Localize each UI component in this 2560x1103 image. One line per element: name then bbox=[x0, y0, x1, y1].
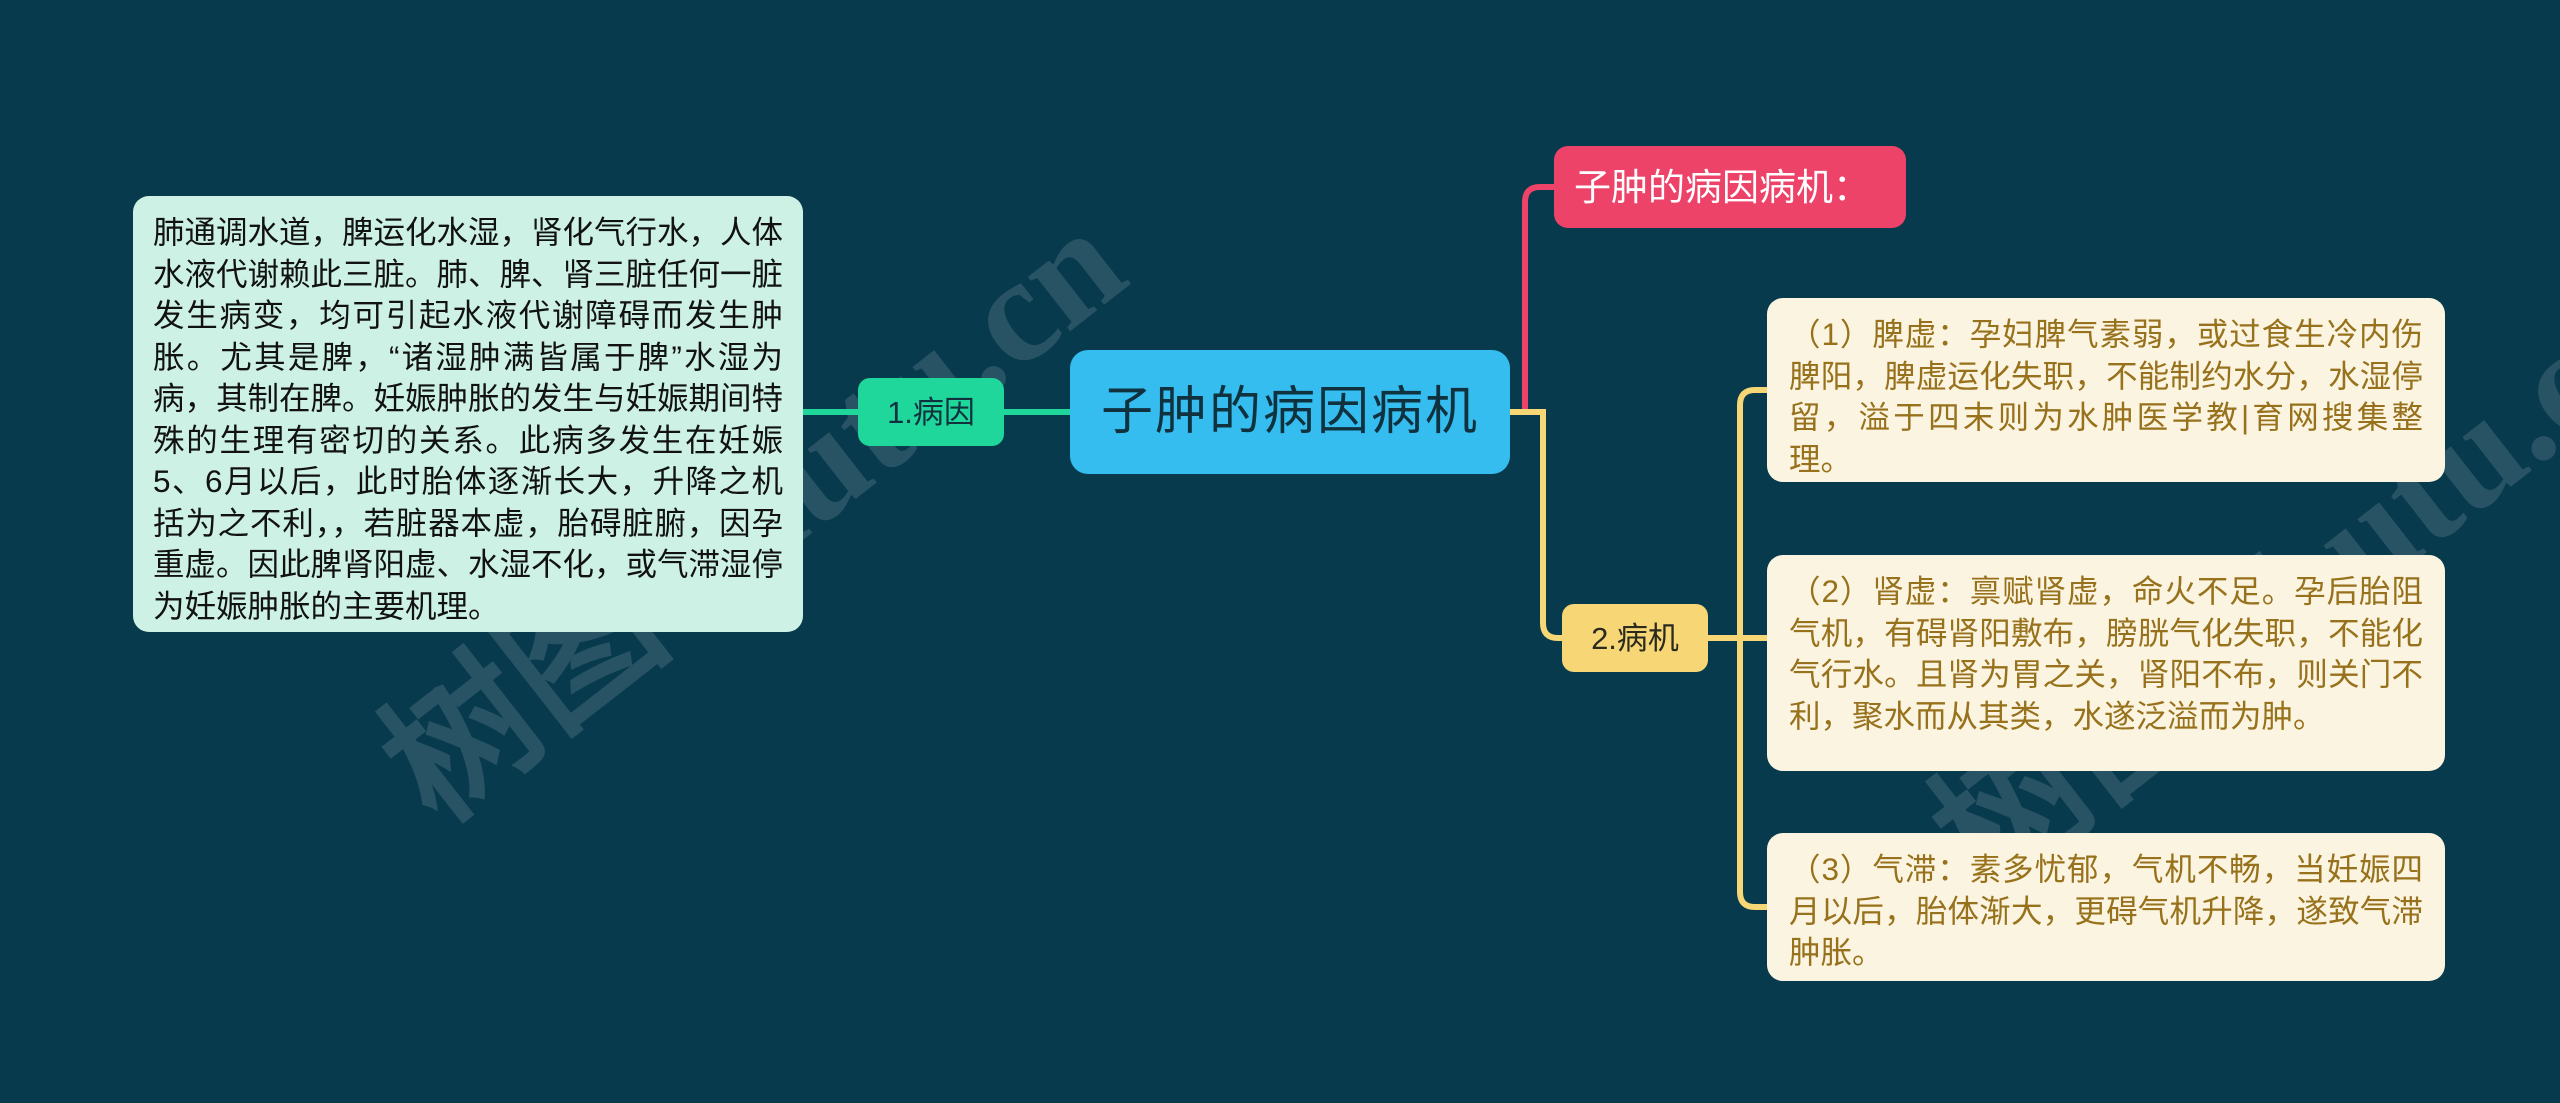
link-mechanism-to-qi bbox=[1737, 638, 1767, 910]
link-central-to-branch-mechanism bbox=[1510, 409, 1562, 641]
link-central-to-summary bbox=[1510, 184, 1554, 415]
detail-box-spleen-deficiency-text: （1）脾虚：孕妇脾气素弱，或过食生冷内伤脾阳，脾虚运化失职，不能制约水分，水湿停… bbox=[1789, 316, 2423, 477]
link-mechanism-to-spleen bbox=[1737, 387, 1767, 638]
summary-node-label: 子肿的病因病机： bbox=[1574, 166, 1870, 208]
summary-node[interactable]: 子肿的病因病机： bbox=[1554, 146, 1906, 228]
detail-box-kidney-deficiency[interactable]: （2）肾虚：禀赋肾虚，命火不足。孕后胎阻气机，有碍肾阳敷布，膀胱气化失职，不能化… bbox=[1767, 555, 2445, 771]
branch-node-cause-label: 1.病因 bbox=[887, 394, 975, 430]
detail-box-qi-stagnation-text: （3）气滞：素多忧郁，气机不畅，当妊娠四月以后，胎体渐大，更碍气机升降，遂致气滞… bbox=[1789, 851, 2423, 970]
detail-box-cause-text: 肺通调水道，脾运化水湿，肾化气行水，人体水液代谢赖此三脏。肺、脾、肾三脏任何一脏… bbox=[153, 214, 784, 624]
detail-box-kidney-deficiency-text: （2）肾虚：禀赋肾虚，命火不足。孕后胎阻气机，有碍肾阳敷布，膀胱气化失职，不能化… bbox=[1789, 573, 2423, 734]
detail-box-qi-stagnation[interactable]: （3）气滞：素多忧郁，气机不畅，当妊娠四月以后，胎体渐大，更碍气机升降，遂致气滞… bbox=[1767, 833, 2445, 981]
branch-node-mechanism-label: 2.病机 bbox=[1591, 620, 1679, 656]
detail-box-cause[interactable]: 肺通调水道，脾运化水湿，肾化气行水，人体水液代谢赖此三脏。肺、脾、肾三脏任何一脏… bbox=[133, 196, 803, 632]
central-topic-node[interactable]: 子肿的病因病机 bbox=[1070, 350, 1510, 474]
branch-node-mechanism[interactable]: 2.病机 bbox=[1562, 604, 1708, 672]
detail-box-spleen-deficiency[interactable]: （1）脾虚：孕妇脾气素弱，或过食生冷内伤脾阳，脾虚运化失职，不能制约水分，水湿停… bbox=[1767, 298, 2445, 482]
branch-node-cause[interactable]: 1.病因 bbox=[858, 378, 1004, 446]
central-topic-label: 子肿的病因病机 bbox=[1100, 383, 1479, 441]
